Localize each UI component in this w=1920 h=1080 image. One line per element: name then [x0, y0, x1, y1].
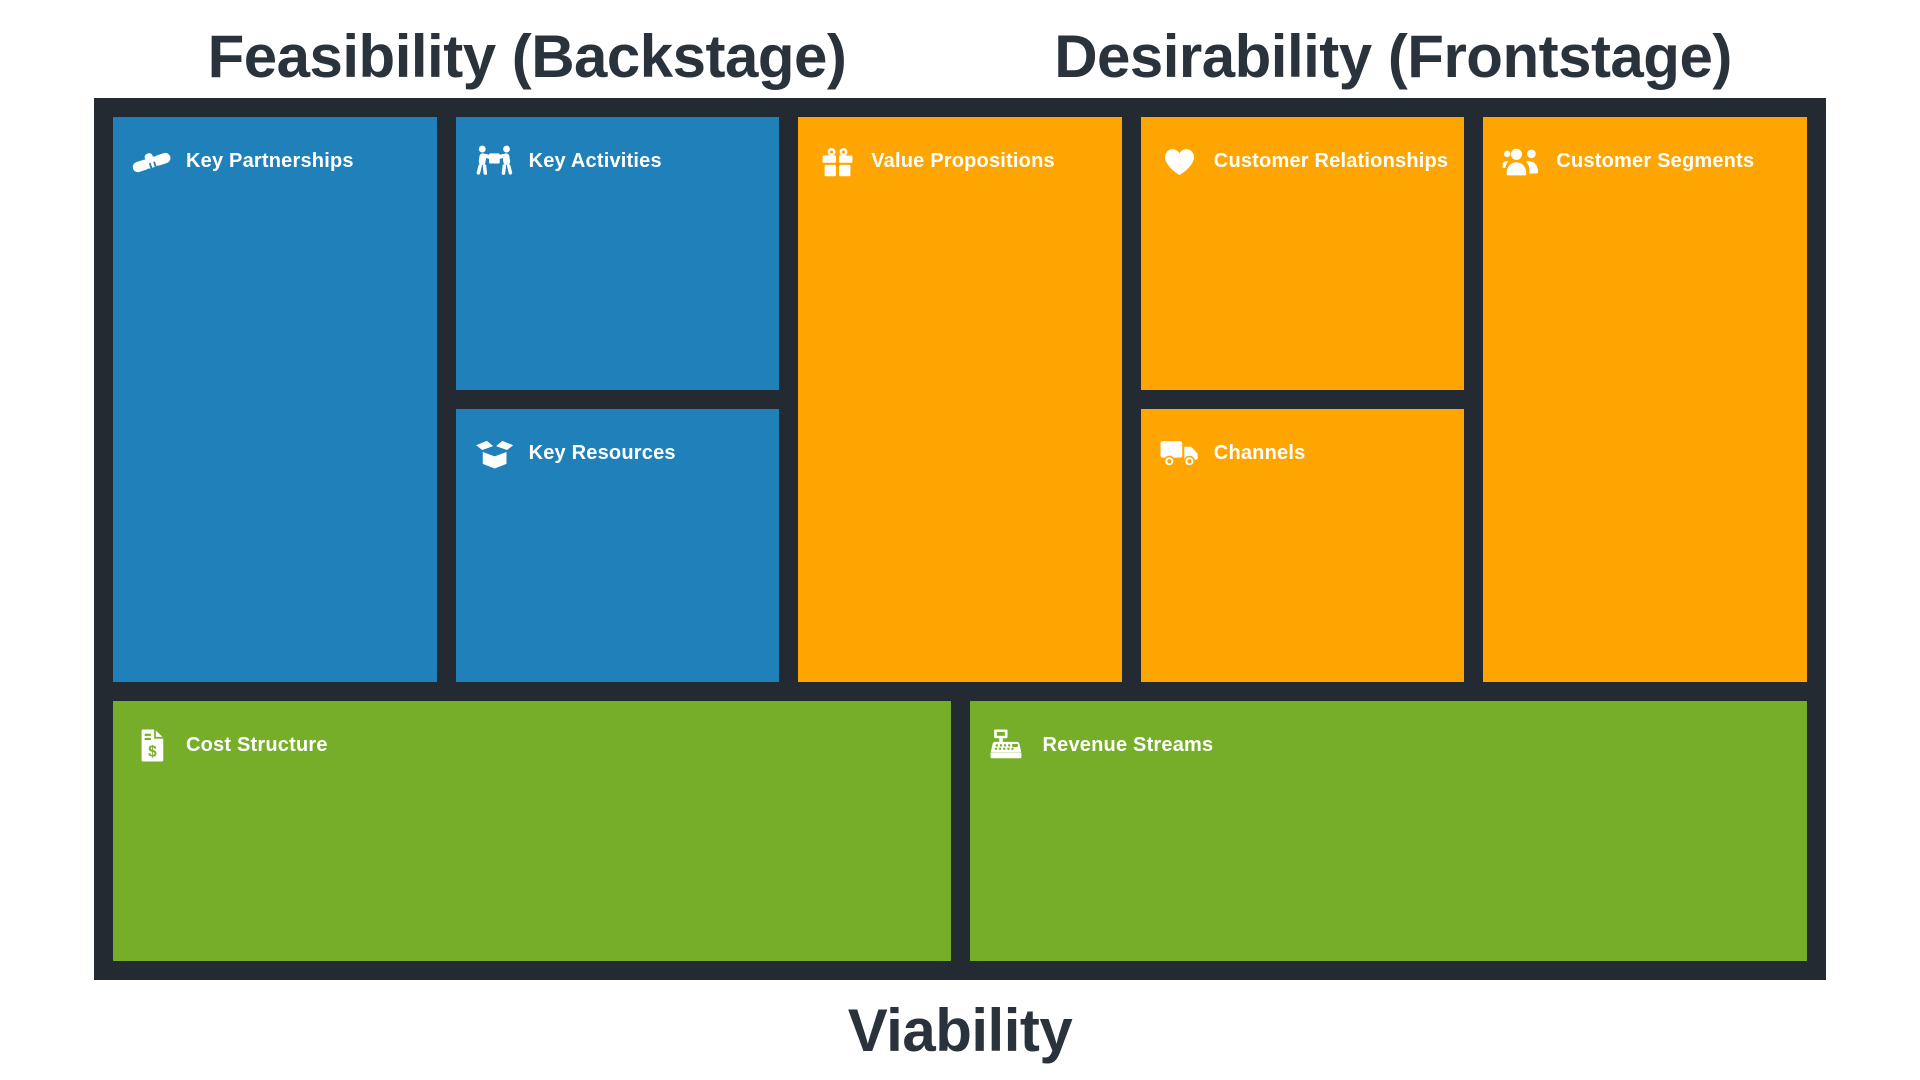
- delivery-truck-icon: [1159, 434, 1201, 472]
- tile-customer-relationships: Customer Relationships: [1140, 117, 1465, 391]
- tile-label: Revenue Streams: [1042, 733, 1214, 756]
- heart-icon: [1159, 142, 1201, 180]
- tile-customer-segments: Customer Segments: [1483, 117, 1807, 683]
- tile-label: Key Resources: [528, 441, 676, 464]
- tile-revenue-streams: Revenue Streams: [969, 701, 1807, 961]
- tile-header: Key Partnerships: [113, 117, 368, 180]
- feasibility-backstage-title: Feasibility (Backstage): [207, 22, 847, 90]
- svg-text:$: $: [148, 743, 157, 760]
- tile-header: Value Propositions: [798, 117, 1069, 180]
- desirability-frontstage-title: Desirability (Frontstage): [1054, 22, 1732, 90]
- tile-header: Customer Relationships: [1141, 117, 1462, 180]
- tile-key-activities: Key Activities: [455, 117, 780, 391]
- tile-header: Revenue Streams: [970, 701, 1228, 764]
- handshake-icon: [131, 142, 173, 180]
- stage-headers: Feasibility (Backstage) Desirability (Fr…: [94, 0, 1826, 98]
- tile-header: $ Cost Structure: [113, 701, 342, 764]
- tile-value-propositions: Value Propositions: [798, 117, 1122, 683]
- tile-header: Key Activities: [456, 117, 676, 180]
- invoice-dollar-icon: $: [131, 726, 173, 764]
- tile-header: Key Resources: [456, 409, 690, 472]
- users-group-icon: [1501, 142, 1543, 180]
- open-box-icon: [474, 434, 516, 472]
- tile-key-partnerships: Key Partnerships: [113, 117, 437, 683]
- tile-label: Key Activities: [528, 149, 662, 172]
- tile-cost-structure: $ Cost Structure: [113, 701, 951, 961]
- tile-channels: Channels: [1140, 409, 1465, 683]
- tile-label: Value Propositions: [871, 149, 1055, 172]
- tile-label: Key Partnerships: [186, 149, 354, 172]
- viability-title: Viability: [847, 996, 1073, 1064]
- people-carry-icon: [474, 142, 516, 180]
- canvas-grid: Key Partnerships: [94, 98, 1826, 980]
- cash-register-icon: [988, 726, 1030, 764]
- gift-icon: [816, 142, 858, 180]
- tile-label: Channels: [1213, 441, 1306, 464]
- tile-label: Customer Segments: [1556, 149, 1755, 172]
- tile-key-resources: Key Resources: [455, 409, 780, 683]
- tile-header: Channels: [1141, 409, 1320, 472]
- tile-header: Customer Segments: [1483, 117, 1768, 180]
- tile-label: Customer Relationships: [1213, 149, 1449, 172]
- tile-label: Cost Structure: [186, 733, 328, 756]
